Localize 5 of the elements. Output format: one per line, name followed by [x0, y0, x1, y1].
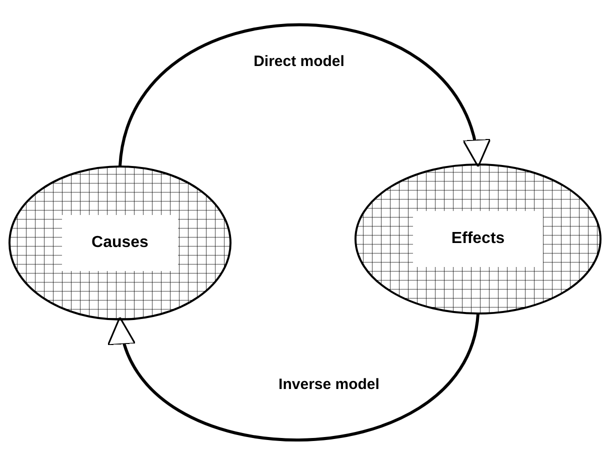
node-label: Causes [92, 233, 148, 253]
hatched-ellipse [354, 163, 602, 315]
node-label: Effects [451, 229, 505, 249]
curved-arrow [118, 23, 488, 168]
hatched-ellipse [8, 165, 232, 321]
